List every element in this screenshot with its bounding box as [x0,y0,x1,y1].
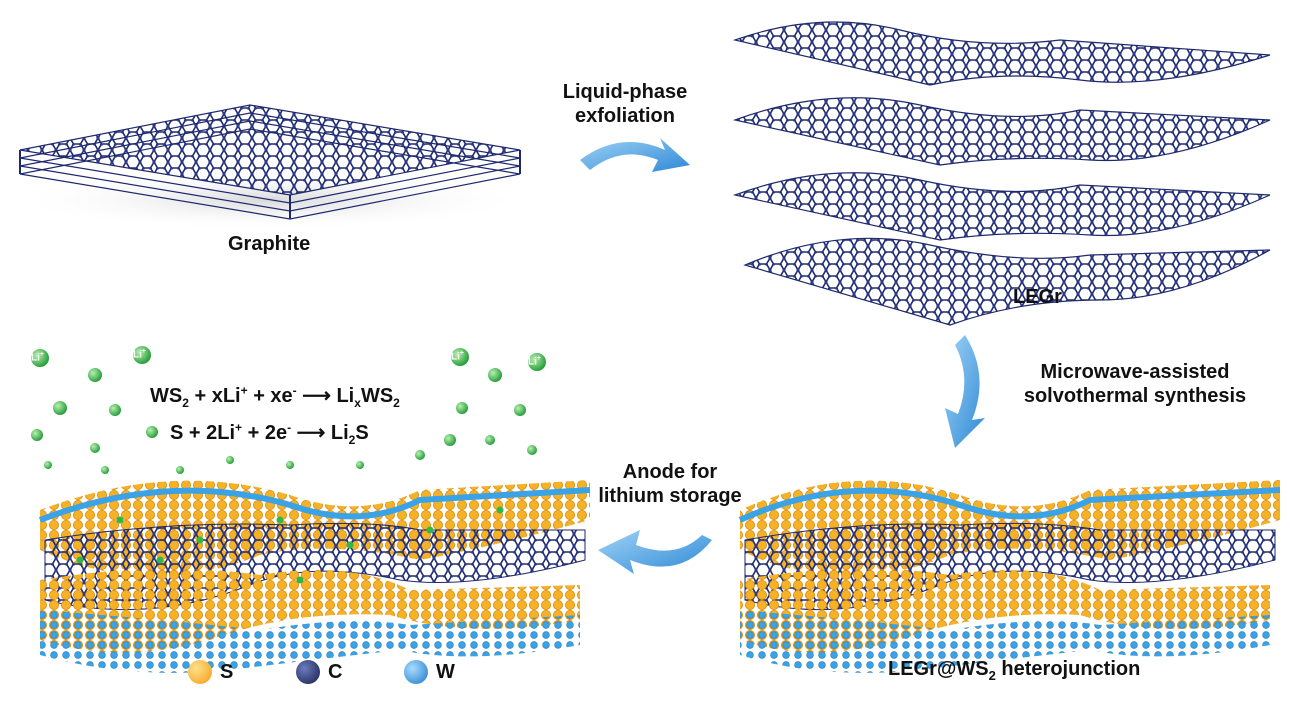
li-ion-label: Li+ [451,350,464,363]
step-exfoliation-line1: Liquid-phase [562,81,688,103]
arrow-anode [598,530,712,574]
lithiated-structure [38,480,591,673]
heterojunction-structure [738,480,1281,673]
li-ions [31,346,546,474]
step-anode-line2: lithium storage [598,485,742,507]
li-ion [146,426,158,438]
li-ion [527,445,537,455]
li-ion [286,461,294,469]
step-anode-line1: Anode for [622,461,718,483]
legend-item-s: S [188,660,233,684]
arrow-exfoliation [580,138,690,172]
legr-label: LEGr [1013,286,1062,308]
reaction-equation-2: S + 2Li+ + 2e- ⟶ Li2S [170,420,369,447]
li-ion [109,404,121,416]
heterojunction-label: LEGr@WS2 heterojunction [888,658,1141,683]
li-ion [356,461,364,469]
tungsten-atom-icon [404,660,428,684]
li-ion [456,402,468,414]
step-microwave-line2: solvothermal synthesis [1023,385,1247,407]
li-ion [488,368,502,382]
step-microwave-label: Microwave-assisted solvothermal synthesi… [990,360,1280,408]
legr-sheets [732,21,1271,326]
li-ion [514,404,526,416]
li-ion-label: Li+ [31,351,44,364]
graphite-stack [10,104,530,230]
li-ion [226,456,234,464]
li-ion [444,434,456,446]
li-ion [133,346,151,364]
carbon-atom-icon [296,660,320,684]
li-ion-label: Li+ [528,355,541,368]
step-microwave-line1: Microwave-assisted [1040,361,1230,383]
reaction-equation-1: WS2 + xLi+ + xe- ⟶ LixWS2 [150,383,400,410]
step-exfoliation-line2: exfoliation [574,105,675,127]
step-anode-label: Anode for lithium storage [590,460,750,508]
li-ion [451,348,469,366]
li-ion [88,368,102,382]
li-ion [53,401,67,415]
li-ion [44,461,52,469]
li-ion [101,466,109,474]
graphite-label: Graphite [228,233,311,255]
sulfur-atom-icon [188,660,212,684]
li-ion [90,443,100,453]
li-ion [176,466,184,474]
arrow-microwave [945,335,985,448]
li-ion [485,435,495,445]
li-ion [31,349,49,367]
li-ion [31,429,43,441]
li-ion [528,353,546,371]
li-ion-label: Li+ [133,348,146,361]
legend-item-w: W [404,660,455,684]
li-ion [415,450,425,460]
legend-item-c: C [296,660,342,684]
step-exfoliation-label: Liquid-phase exfoliation [540,80,710,128]
